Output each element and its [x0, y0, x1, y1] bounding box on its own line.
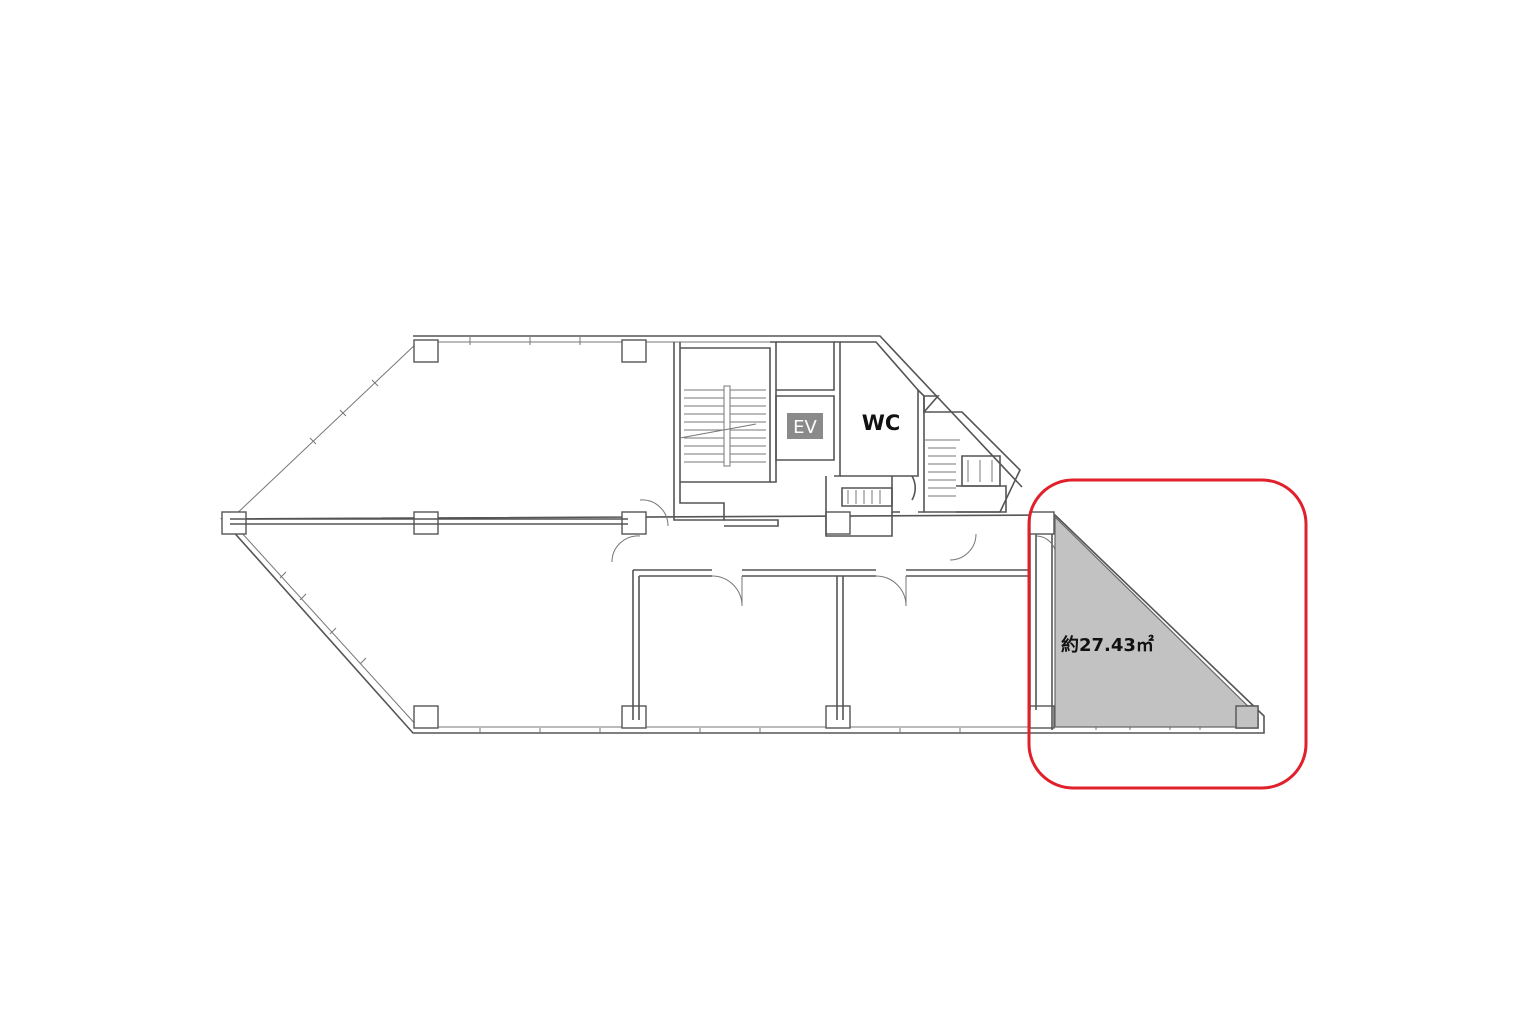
unit-area-label: 約27.43㎡ — [1061, 634, 1154, 656]
column — [825, 511, 851, 535]
highlighted-unit-area — [1054, 515, 1259, 728]
column — [1029, 705, 1055, 729]
column — [1235, 705, 1259, 729]
column — [621, 339, 647, 363]
column — [413, 705, 439, 729]
column — [413, 511, 439, 535]
elevator-label: EV — [787, 413, 823, 439]
column — [825, 705, 851, 729]
interior-walls — [230, 499, 1057, 730]
elevator-box — [787, 413, 823, 439]
building-core — [673, 341, 1021, 537]
column — [221, 511, 247, 535]
wc-label: WC — [862, 411, 901, 435]
highlight-ring — [1027, 478, 1308, 790]
elevator-label-text: EV — [793, 417, 817, 438]
column — [413, 339, 439, 363]
column — [621, 511, 647, 535]
column — [621, 705, 647, 729]
column — [1029, 511, 1055, 535]
